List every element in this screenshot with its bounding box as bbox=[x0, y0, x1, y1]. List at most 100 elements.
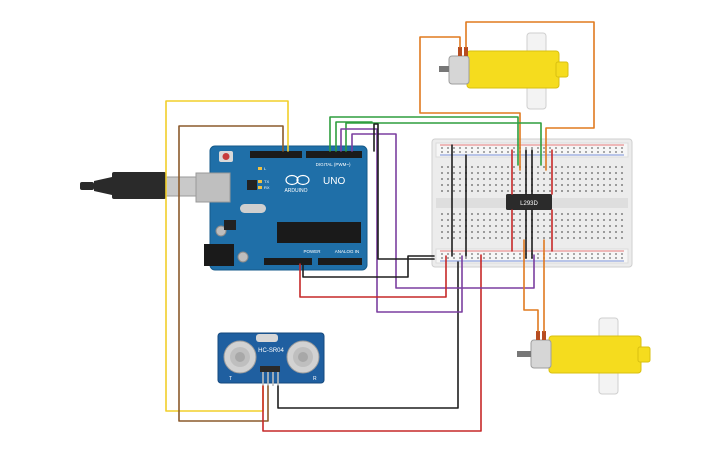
breadboard-hole bbox=[495, 172, 497, 174]
rail-hole bbox=[453, 257, 455, 259]
dc-motor-icon[interactable] bbox=[439, 32, 569, 110]
digital-header-low bbox=[306, 151, 362, 158]
rail-hole bbox=[621, 253, 623, 255]
breadboard-hole bbox=[615, 166, 617, 168]
rail-hole bbox=[567, 253, 569, 255]
rail-hole bbox=[489, 257, 491, 259]
breadboard-holes bbox=[441, 147, 623, 259]
rail-hole bbox=[459, 257, 461, 259]
breadboard-hole bbox=[555, 190, 557, 192]
power-jack[interactable] bbox=[204, 244, 234, 266]
l-led-label: L bbox=[264, 166, 267, 171]
breadboard-hole bbox=[489, 190, 491, 192]
rail-hole bbox=[615, 151, 617, 153]
breadboard-hole bbox=[495, 190, 497, 192]
breadboard-hole bbox=[519, 172, 521, 174]
chip-label: L293D bbox=[520, 201, 538, 207]
dc-motor-icon[interactable] bbox=[517, 317, 651, 395]
breadboard-hole bbox=[585, 213, 587, 215]
rail-hole bbox=[453, 147, 455, 149]
breadboard-hole bbox=[603, 172, 605, 174]
breadboard-hole bbox=[471, 213, 473, 215]
breadboard-hole bbox=[567, 184, 569, 186]
rail-hole bbox=[447, 147, 449, 149]
breadboard-hole bbox=[507, 184, 509, 186]
breadboard-hole bbox=[447, 190, 449, 192]
breadboard-hole bbox=[585, 190, 587, 192]
rail-hole bbox=[585, 253, 587, 255]
rail-hole bbox=[447, 253, 449, 255]
breadboard-hole bbox=[483, 178, 485, 180]
breadboard-hole bbox=[459, 225, 461, 227]
breadboard-hole bbox=[615, 213, 617, 215]
breadboard-hole bbox=[537, 190, 539, 192]
breadboard-hole bbox=[513, 178, 515, 180]
breadboard-hole bbox=[561, 213, 563, 215]
wire-orange bbox=[523, 239, 539, 332]
rx-label: RX bbox=[264, 185, 270, 190]
breadboard-hole bbox=[597, 178, 599, 180]
wire-orange bbox=[465, 21, 595, 171]
breadboard-hole bbox=[489, 166, 491, 168]
breadboard-hole bbox=[549, 190, 551, 192]
breadboard-hole bbox=[483, 219, 485, 221]
breadboard-hole bbox=[501, 190, 503, 192]
rail-hole bbox=[477, 147, 479, 149]
rail-hole bbox=[621, 257, 623, 259]
rail-hole bbox=[471, 147, 473, 149]
breadboard-hole bbox=[549, 231, 551, 233]
usb-port[interactable] bbox=[195, 172, 231, 203]
breadboard-hole bbox=[501, 213, 503, 215]
breadboard-hole bbox=[543, 184, 545, 186]
usb-cable-icon bbox=[80, 172, 197, 199]
breadboard-hole bbox=[459, 213, 461, 215]
wire-red bbox=[299, 255, 447, 298]
rail-hole bbox=[615, 253, 617, 255]
breadboard-hole bbox=[537, 166, 539, 168]
breadboard-hole bbox=[549, 225, 551, 227]
breadboard-hole bbox=[567, 166, 569, 168]
breadboard-hole bbox=[621, 219, 623, 221]
breadboard-hole bbox=[621, 184, 623, 186]
breadboard-hole bbox=[459, 190, 461, 192]
breadboard-hole bbox=[603, 184, 605, 186]
arduino-uno-board[interactable]: DIGITAL (PWM~) ARDUINO UNO L TX RX PO bbox=[195, 145, 368, 271]
power-header bbox=[264, 258, 312, 265]
rail-hole bbox=[471, 253, 473, 255]
breadboard-hole bbox=[441, 225, 443, 227]
breadboard-hole bbox=[459, 219, 461, 221]
rail-hole bbox=[507, 253, 509, 255]
breadboard-hole bbox=[441, 237, 443, 239]
breadboard-hole bbox=[459, 184, 461, 186]
breadboard-hole bbox=[603, 237, 605, 239]
breadboard-hole bbox=[603, 166, 605, 168]
rail-hole bbox=[567, 151, 569, 153]
breadboard-hole bbox=[567, 213, 569, 215]
breadboard-hole bbox=[543, 213, 545, 215]
breadboard-hole bbox=[489, 231, 491, 233]
breadboard-hole bbox=[513, 166, 515, 168]
rail-hole bbox=[495, 147, 497, 149]
l293d-chip[interactable]: L293D bbox=[506, 194, 552, 210]
breadboard-hole bbox=[609, 172, 611, 174]
breadboard-hole bbox=[579, 178, 581, 180]
breadboard-hole bbox=[453, 166, 455, 168]
breadboard-hole bbox=[573, 190, 575, 192]
breadboard-hole bbox=[585, 184, 587, 186]
breadboard-hole bbox=[447, 219, 449, 221]
breadboard-hole bbox=[561, 225, 563, 227]
breadboard-hole bbox=[597, 213, 599, 215]
breadboard-hole bbox=[615, 231, 617, 233]
rail-hole bbox=[453, 151, 455, 153]
breadboard-hole bbox=[477, 166, 479, 168]
rail-hole bbox=[459, 151, 461, 153]
board-name: UNO bbox=[323, 176, 345, 187]
breadboard-hole bbox=[441, 231, 443, 233]
breadboard-hole bbox=[603, 231, 605, 233]
breadboard-hole bbox=[561, 219, 563, 221]
hc-sr04-sensor[interactable]: HC-SR04 T R bbox=[217, 332, 325, 386]
power-label: POWER bbox=[303, 249, 321, 254]
breadboard-hole bbox=[477, 178, 479, 180]
breadboard-hole bbox=[471, 219, 473, 221]
breadboard-hole bbox=[519, 213, 521, 215]
